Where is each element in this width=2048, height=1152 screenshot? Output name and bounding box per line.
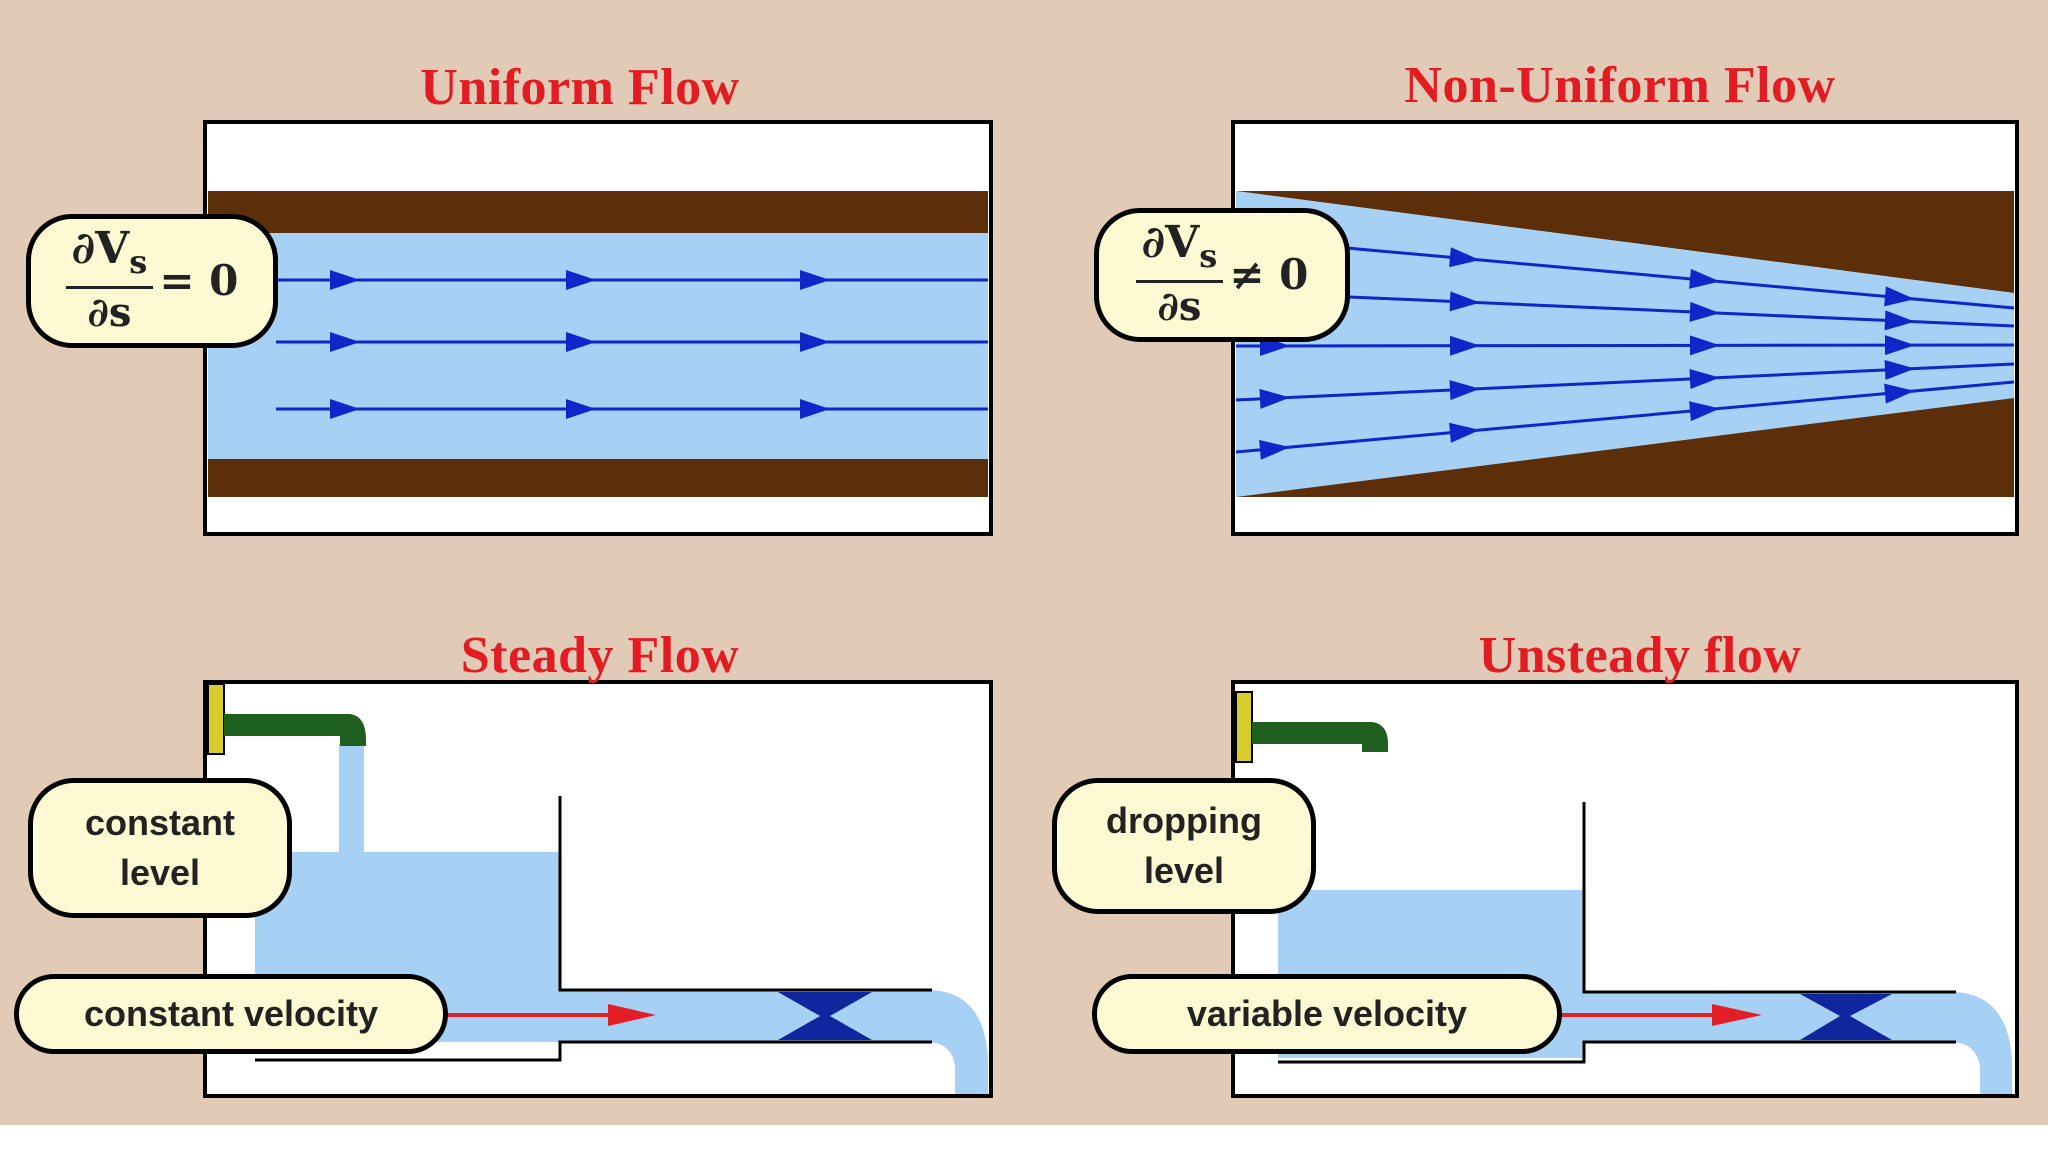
non-uniform-streamline-arrow bbox=[1884, 335, 1915, 356]
non-uniform-streamline-arrow bbox=[1449, 291, 1480, 312]
uniform-bottom-wall bbox=[208, 459, 988, 497]
dropping-level-line2: level bbox=[1143, 850, 1225, 891]
uniform-streamline-arrow bbox=[566, 332, 596, 352]
steady-outlet-bend bbox=[930, 990, 988, 1094]
steady-tank-bottom bbox=[255, 1040, 932, 1062]
uniform-streamline-arrow bbox=[330, 332, 360, 352]
non-uniform-streamline-arrow bbox=[1689, 301, 1720, 322]
uniform-streamline-arrow bbox=[330, 270, 360, 290]
uniform-top-wall bbox=[208, 191, 988, 233]
variable-velocity-label: variable velocity bbox=[1186, 993, 1468, 1034]
steady-faucet-mount bbox=[207, 683, 225, 755]
uniform-formula-denominator: ∂s bbox=[87, 288, 132, 336]
uniform-flow-title: Uniform Flow bbox=[420, 59, 740, 116]
dropping-level-line1: dropping bbox=[1106, 800, 1262, 841]
non-uniform-formula-denominator: ∂s bbox=[1157, 282, 1202, 330]
non-uniform-flow-title: Non-Uniform Flow bbox=[1404, 57, 1836, 114]
non-uniform-streamline-arrow bbox=[1689, 268, 1720, 289]
non-uniform-streamline-arrow bbox=[1259, 388, 1290, 409]
dropping-level-callout: dropping level bbox=[1052, 778, 1316, 914]
steady-falling-stream bbox=[339, 744, 364, 854]
uniform-streamline-arrow bbox=[330, 399, 360, 419]
non-uniform-streamline-arrow bbox=[1689, 335, 1720, 356]
constant-velocity-label: constant velocity bbox=[83, 993, 379, 1034]
steady-faucet-spout bbox=[224, 714, 366, 746]
uniform-formula-callout: ∂Vs ∂s = 0 bbox=[26, 214, 278, 348]
constant-level-line2: level bbox=[119, 852, 201, 893]
constant-level-callout: constant level bbox=[28, 778, 292, 918]
uniform-flow-diagram bbox=[203, 120, 993, 536]
non-uniform-streamline-arrow bbox=[1884, 359, 1915, 380]
non-uniform-streamline-arrow bbox=[1689, 401, 1720, 422]
non-uniform-streamline bbox=[1235, 290, 2015, 328]
unsteady-flow-title: Unsteady flow bbox=[1478, 627, 1802, 684]
constant-level-line1: constant bbox=[84, 802, 235, 843]
non-uniform-streamline bbox=[1235, 380, 2015, 454]
non-uniform-formula-subscript: s bbox=[1199, 236, 1218, 275]
constant-velocity-callout: constant velocity bbox=[14, 974, 448, 1054]
non-uniform-streamline bbox=[1235, 236, 2015, 310]
non-uniform-bottom-wall bbox=[1236, 398, 2014, 497]
non-uniform-streamline-arrow bbox=[1449, 247, 1480, 268]
bottom-strip bbox=[0, 1125, 2048, 1152]
unsteady-faucet-spout bbox=[1252, 722, 1388, 752]
uniform-streamline-arrow bbox=[800, 399, 830, 419]
non-uniform-streamline bbox=[1235, 362, 2015, 402]
steady-flow-title: Steady Flow bbox=[460, 627, 740, 684]
steady-tank-wall bbox=[558, 796, 932, 992]
non-uniform-streamline-arrow bbox=[1884, 286, 1915, 307]
uniform-formula-numerator: ∂V bbox=[71, 223, 130, 275]
uniform-streamline-arrow bbox=[800, 270, 830, 290]
non-uniform-streamline-arrow bbox=[1449, 335, 1480, 356]
non-uniform-formula-callout: ∂Vs ∂s ≠ 0 bbox=[1094, 208, 1350, 342]
unsteady-outlet-bend bbox=[1954, 992, 2012, 1094]
uniform-streamline-arrow bbox=[800, 332, 830, 352]
unsteady-flow-diagram bbox=[1231, 680, 2019, 1098]
non-uniform-formula-relation: ≠ 0 bbox=[1229, 249, 1309, 299]
non-uniform-streamline-arrow bbox=[1884, 383, 1915, 404]
non-uniform-streamline-arrow bbox=[1449, 422, 1480, 443]
steady-throat bbox=[778, 992, 872, 1040]
uniform-formula-subscript: s bbox=[129, 242, 148, 281]
uniform-streamline-arrow bbox=[566, 399, 596, 419]
non-uniform-streamline-arrow bbox=[1259, 439, 1290, 460]
non-uniform-streamline bbox=[1235, 343, 2015, 348]
uniform-formula-relation: = 0 bbox=[159, 255, 239, 305]
unsteady-tank-wall bbox=[1582, 802, 1956, 994]
unsteady-throat bbox=[1800, 994, 1892, 1040]
unsteady-velocity-arrow bbox=[1560, 1004, 1762, 1026]
non-uniform-flow-diagram bbox=[1231, 120, 2019, 536]
variable-velocity-callout: variable velocity bbox=[1092, 974, 1562, 1054]
non-uniform-streamline-arrow bbox=[1884, 310, 1915, 331]
uniform-streamlines bbox=[276, 270, 988, 419]
uniform-water bbox=[208, 233, 988, 459]
non-uniform-formula-numerator: ∂V bbox=[1141, 217, 1200, 269]
steady-velocity-arrow bbox=[448, 1004, 656, 1026]
unsteady-tank-bottom bbox=[1278, 1040, 1956, 1064]
non-uniform-streamline-arrow bbox=[1689, 369, 1720, 389]
unsteady-faucet-mount bbox=[1235, 691, 1253, 763]
non-uniform-streamline-arrow bbox=[1449, 380, 1480, 401]
uniform-streamline-arrow bbox=[566, 270, 596, 290]
